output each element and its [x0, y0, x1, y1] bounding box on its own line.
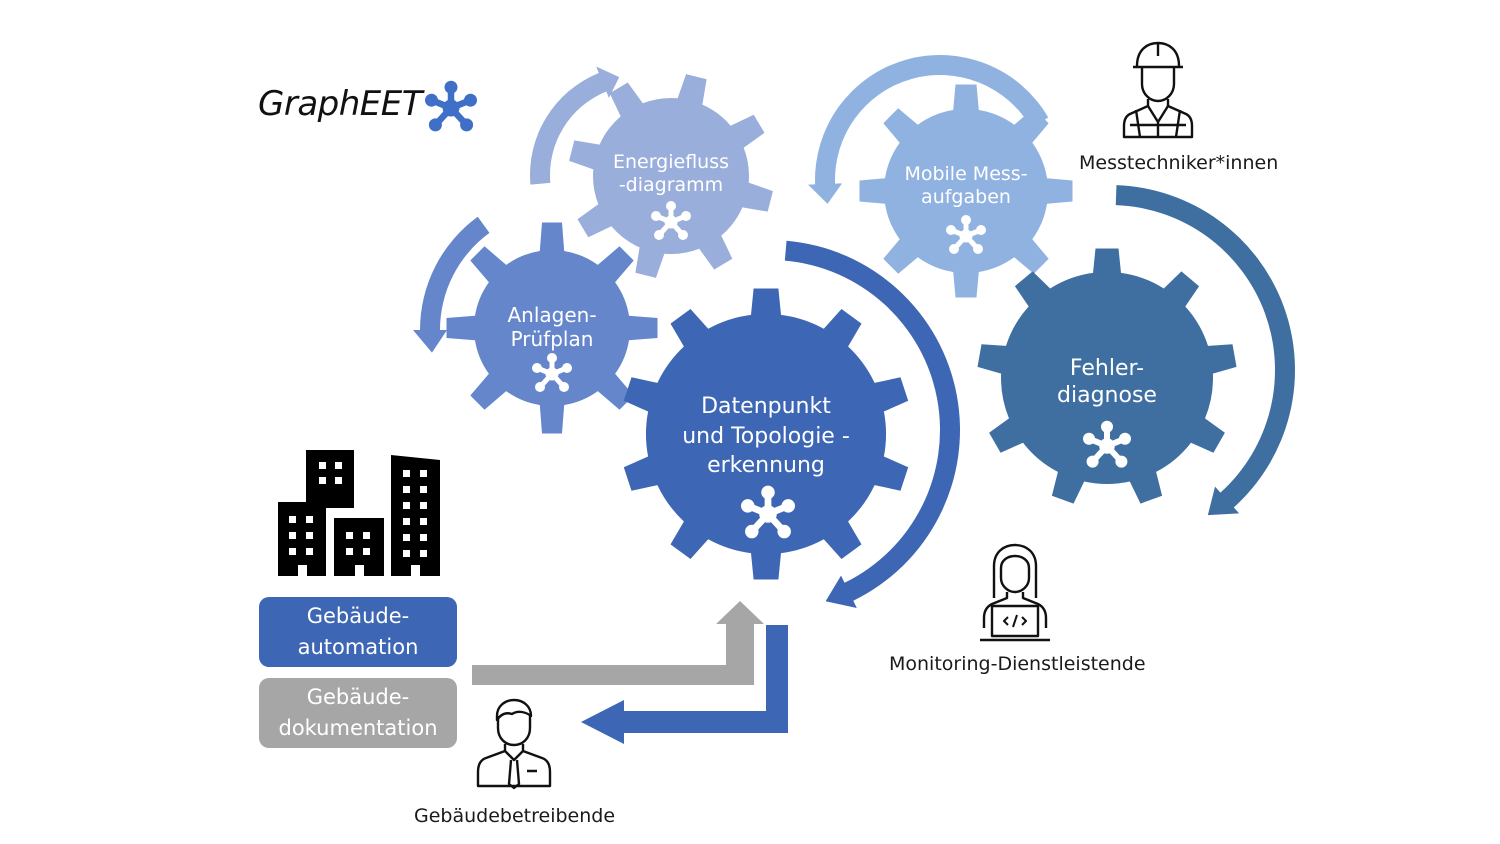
graphEET-logo-icon	[426, 81, 477, 130]
arrow-anlagen-cycle	[413, 216, 490, 353]
gear-label-anlagen: Anlagen- Prüfplan	[507, 303, 596, 352]
gear-shape	[977, 248, 1237, 504]
box-label-line: Gebäude-	[306, 604, 410, 628]
arrow-fehler-cycle	[1115, 185, 1296, 516]
gear-shape	[446, 222, 658, 434]
gear-shape	[569, 74, 773, 278]
gear-label-line: -diagramm	[618, 174, 724, 197]
actor-label-monitoring: Monitoring-Dienstleistende	[889, 653, 1146, 675]
box-label-line: Gebäude-	[306, 685, 410, 709]
gear-label-line: und Topologie -	[682, 423, 850, 449]
arrow-datenpunkt-cycle	[784, 240, 961, 608]
gear-label-line: erkennung	[707, 453, 825, 479]
box-label-line: automation	[297, 635, 419, 659]
gear-fehler	[977, 248, 1237, 504]
gear-label-energiefluss: Energiefluss -diagramm	[613, 151, 729, 197]
output-arrow	[581, 625, 788, 744]
gear-label-line: Prüfplan	[510, 327, 594, 352]
gear-shape	[859, 84, 1073, 298]
gear-label-line: diagnose	[1057, 382, 1157, 408]
actor-label-betreibende: Gebäudebetreibende	[414, 805, 616, 827]
gear-label-datenpunkt: Datenpunkt und Topologie - erkennung	[682, 392, 850, 481]
building-operator-icon	[476, 698, 552, 790]
gear-label-mobile: Mobile Mess- aufgaben	[904, 163, 1027, 209]
box-label-line: dokumentation	[278, 716, 438, 740]
cycle-arrows	[413, 55, 1296, 608]
gear-datenpunkt	[623, 288, 909, 580]
monitoring-provider-icon	[980, 543, 1050, 642]
app-title: GraphEET	[258, 84, 423, 124]
building-automation-box: Gebäude- automation	[259, 597, 457, 667]
gear-label-line: Mobile Mess-	[904, 163, 1028, 185]
measurement-technician-icon	[1122, 41, 1194, 139]
arrow-mobile-cycle	[808, 55, 1049, 204]
input-arrow-body	[472, 601, 764, 685]
gear-energiefluss	[569, 74, 773, 278]
gear-mobile	[859, 84, 1073, 298]
gear-label-line: Anlagen-	[507, 303, 597, 327]
gear-shape	[623, 288, 909, 580]
gears	[446, 74, 1237, 580]
actor-label-messtechniker: Messtechniker*innen	[1079, 152, 1279, 174]
buildings-icon	[278, 450, 440, 576]
gear-label-line: Energiefluss	[612, 151, 730, 173]
gear-anlagen	[446, 222, 658, 434]
gear-label-line: Fehler-	[1069, 356, 1145, 381]
arrow-energiefluss-cycle	[530, 66, 620, 185]
gear-label-fehler: Fehler- diagnose	[1057, 356, 1157, 410]
gear-label-line: Datenpunkt	[701, 394, 831, 419]
building-documentation-box: Gebäude- dokumentation	[259, 678, 457, 748]
gear-label-line: aufgaben	[921, 186, 1011, 209]
